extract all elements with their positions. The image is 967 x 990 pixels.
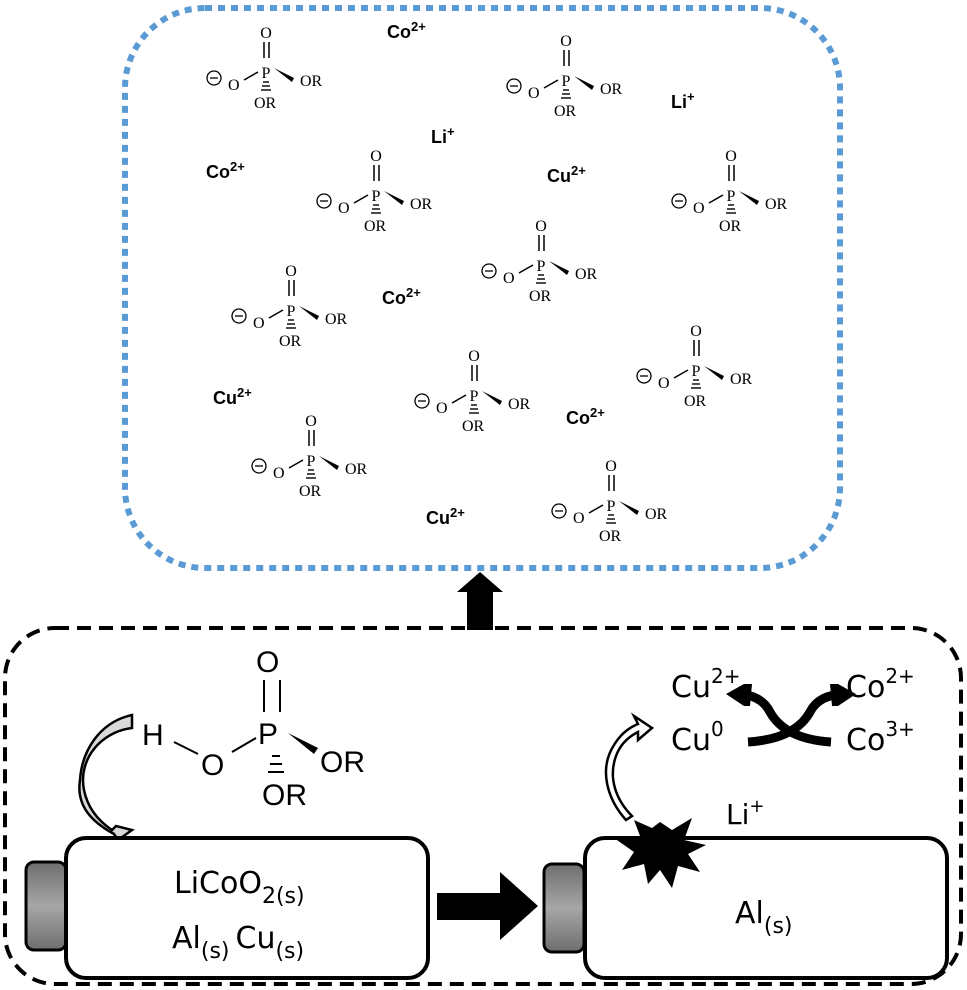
battery-cap (24, 860, 68, 952)
phosphate-anions (206, 24, 789, 546)
ion-label: Li+ (671, 89, 695, 112)
right-arrow-icon (437, 872, 538, 940)
ion-label: Cu2+ (213, 385, 252, 408)
atom-o-double: O (256, 646, 279, 679)
phosphate-anion (414, 347, 532, 436)
cu0-label: Cu0 (671, 717, 724, 758)
phosphate-anion (231, 262, 349, 351)
phosphate-anion (636, 322, 754, 411)
process-box (3, 626, 963, 986)
phosphate-anion (551, 457, 669, 546)
ion-label: Co2+ (387, 19, 426, 42)
phosphate-anion (671, 147, 789, 236)
battery-body (64, 836, 430, 980)
ion-label: Co2+ (206, 159, 245, 182)
metal-ions: Co2+ Li+ Co2+ Li+ Cu2+ Co2+ Cu2+ Co2+ Cu… (206, 19, 695, 528)
phosphate-anion (206, 24, 324, 113)
co3-label: Co3+ (846, 717, 915, 758)
phosphate-anion (316, 147, 434, 236)
phosphate-anion (506, 32, 624, 121)
battery-cap (542, 862, 586, 954)
redox-exchange-arrows-icon (726, 684, 856, 747)
ion-label: Li+ (431, 124, 455, 147)
phosphoric-ester-molecule: H O P O OR OR (142, 646, 365, 812)
group-or: OR (262, 779, 307, 812)
ion-label: Co2+ (382, 285, 421, 308)
phosphate-anion (481, 217, 599, 306)
up-arrow-icon (457, 572, 503, 630)
atom-o: O (201, 749, 224, 782)
curved-arrow-icon (78, 713, 135, 842)
ion-label: Cu2+ (426, 505, 465, 528)
phosphate-anion (251, 412, 369, 501)
atom-h: H (142, 719, 164, 752)
ion-label: Co2+ (566, 405, 605, 428)
li-ion-label: Li+ (726, 796, 764, 831)
curved-arrow-icon (604, 712, 655, 822)
battery-right: Al(s) (542, 836, 949, 980)
cu2-label: Cu2+ (671, 664, 740, 705)
battery-left-line2: Al(s)Cu(s) (172, 921, 304, 964)
group-or: OR (320, 746, 365, 779)
atom-p: P (258, 718, 278, 751)
battery-left-line1: LiCoO2(s) (174, 866, 305, 909)
solution-box (122, 5, 843, 571)
co2-label: Co2+ (846, 664, 915, 705)
ion-label: Cu2+ (547, 163, 586, 186)
battery-left: LiCoO2(s) Al(s)Cu(s) (24, 836, 430, 980)
battery-right-label: Al(s) (735, 896, 793, 939)
reaction-burst-icon (614, 818, 706, 888)
